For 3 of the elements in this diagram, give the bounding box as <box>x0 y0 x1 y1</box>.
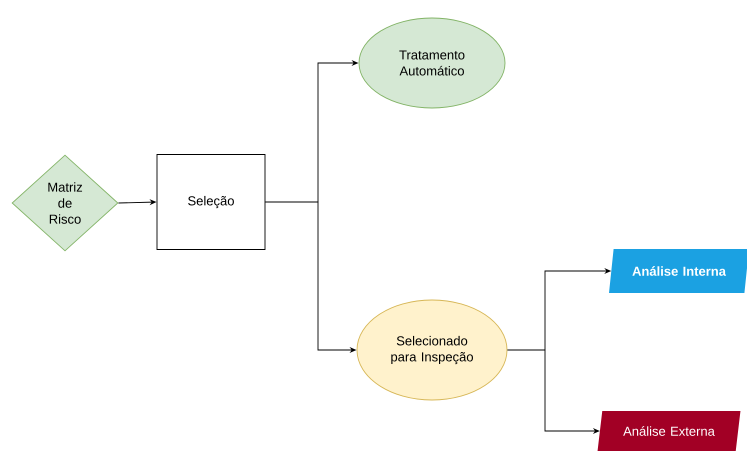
process-box: Seleção <box>156 154 266 250</box>
data-parallelogram: Análise Interna <box>609 249 747 293</box>
data-parallelogram: Análise Externa <box>598 411 740 451</box>
